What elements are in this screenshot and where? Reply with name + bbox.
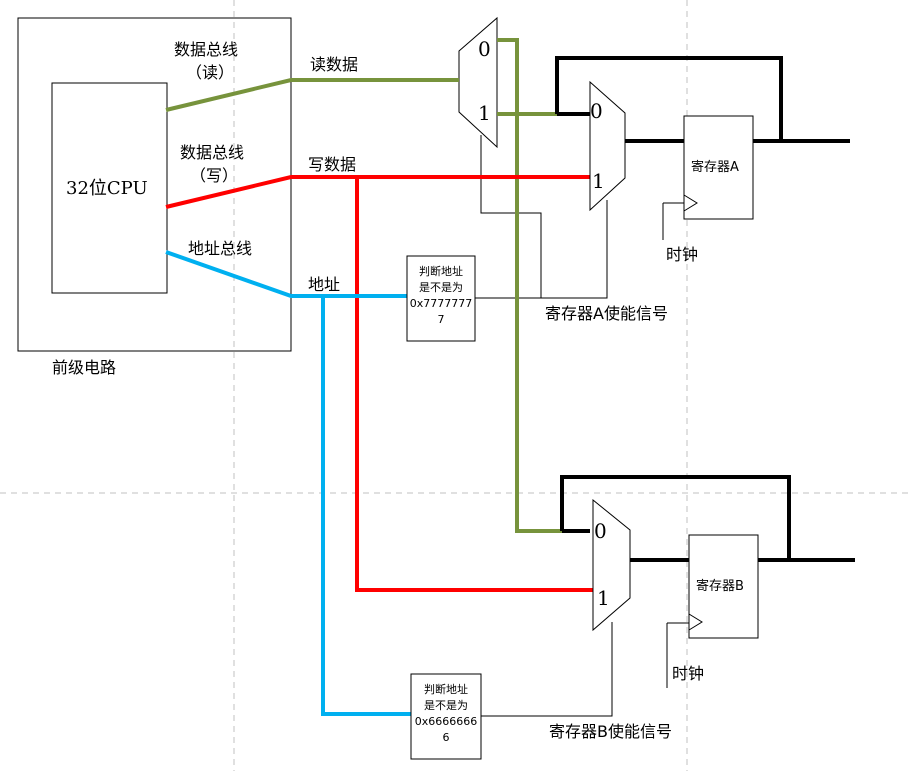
mux-a-in0: 0 bbox=[590, 99, 603, 123]
data-bus-read-sub: （读） bbox=[186, 63, 234, 82]
data-bus-write-label: 数据总线 bbox=[180, 143, 244, 162]
enable-a-label: 寄存器A使能信号 bbox=[545, 304, 668, 323]
mux-b-in1: 1 bbox=[597, 586, 610, 610]
data-bus-write-sub: （写） bbox=[190, 166, 238, 185]
clock-a-label: 时钟 bbox=[666, 245, 698, 264]
write-data-label: 写数据 bbox=[308, 155, 356, 174]
mux-a bbox=[589, 80, 626, 212]
address-check-a bbox=[406, 255, 476, 342]
read-mux bbox=[458, 16, 498, 149]
address-check-a-line4: 7 bbox=[438, 313, 445, 326]
cpu-box bbox=[51, 82, 168, 294]
clock-b-label: 时钟 bbox=[672, 664, 704, 683]
address-check-b-line1: 判断地址 bbox=[424, 682, 468, 696]
address-check-a-line3: 0x7777777 bbox=[410, 297, 473, 310]
cpu-label: 32位CPU bbox=[66, 178, 148, 199]
addr-bus-label: 地址总线 bbox=[188, 239, 252, 258]
address-check-a-line1: 判断地址 bbox=[419, 264, 463, 278]
write-bus bbox=[165, 175, 593, 592]
front-circuit-box bbox=[17, 17, 292, 352]
address-bus bbox=[165, 250, 411, 716]
address-check-a-line2: 是不是为 bbox=[419, 281, 463, 294]
mux-b-in0: 0 bbox=[594, 519, 607, 543]
read-mux-in0: 0 bbox=[478, 37, 491, 61]
address-check-b-line2: 是不是为 bbox=[424, 699, 468, 712]
mux-a-in1: 1 bbox=[592, 169, 605, 193]
enable-b-label: 寄存器B使能信号 bbox=[549, 722, 672, 741]
address-label: 地址 bbox=[308, 275, 340, 294]
address-check-b-line4: 6 bbox=[443, 731, 450, 744]
control-wires bbox=[475, 135, 668, 717]
data-bus-read-label: 数据总线 bbox=[174, 40, 238, 59]
register-b-feedback bbox=[560, 475, 855, 562]
mux-b bbox=[592, 498, 631, 632]
front-circuit-label: 前级电路 bbox=[52, 358, 116, 377]
address-check-b-line3: 0x6666666 bbox=[415, 715, 478, 728]
read-mux-in1: 1 bbox=[478, 101, 491, 125]
register-a-label: 寄存器A bbox=[691, 159, 739, 175]
read-data-label: 读数据 bbox=[310, 55, 358, 74]
register-b-label: 寄存器B bbox=[696, 578, 744, 594]
register-a-clock-notch bbox=[683, 194, 698, 212]
address-check-b bbox=[410, 673, 482, 760]
read-bus bbox=[165, 38, 590, 533]
register-b-clock-notch bbox=[688, 613, 703, 631]
register-a-feedback bbox=[555, 56, 850, 143]
